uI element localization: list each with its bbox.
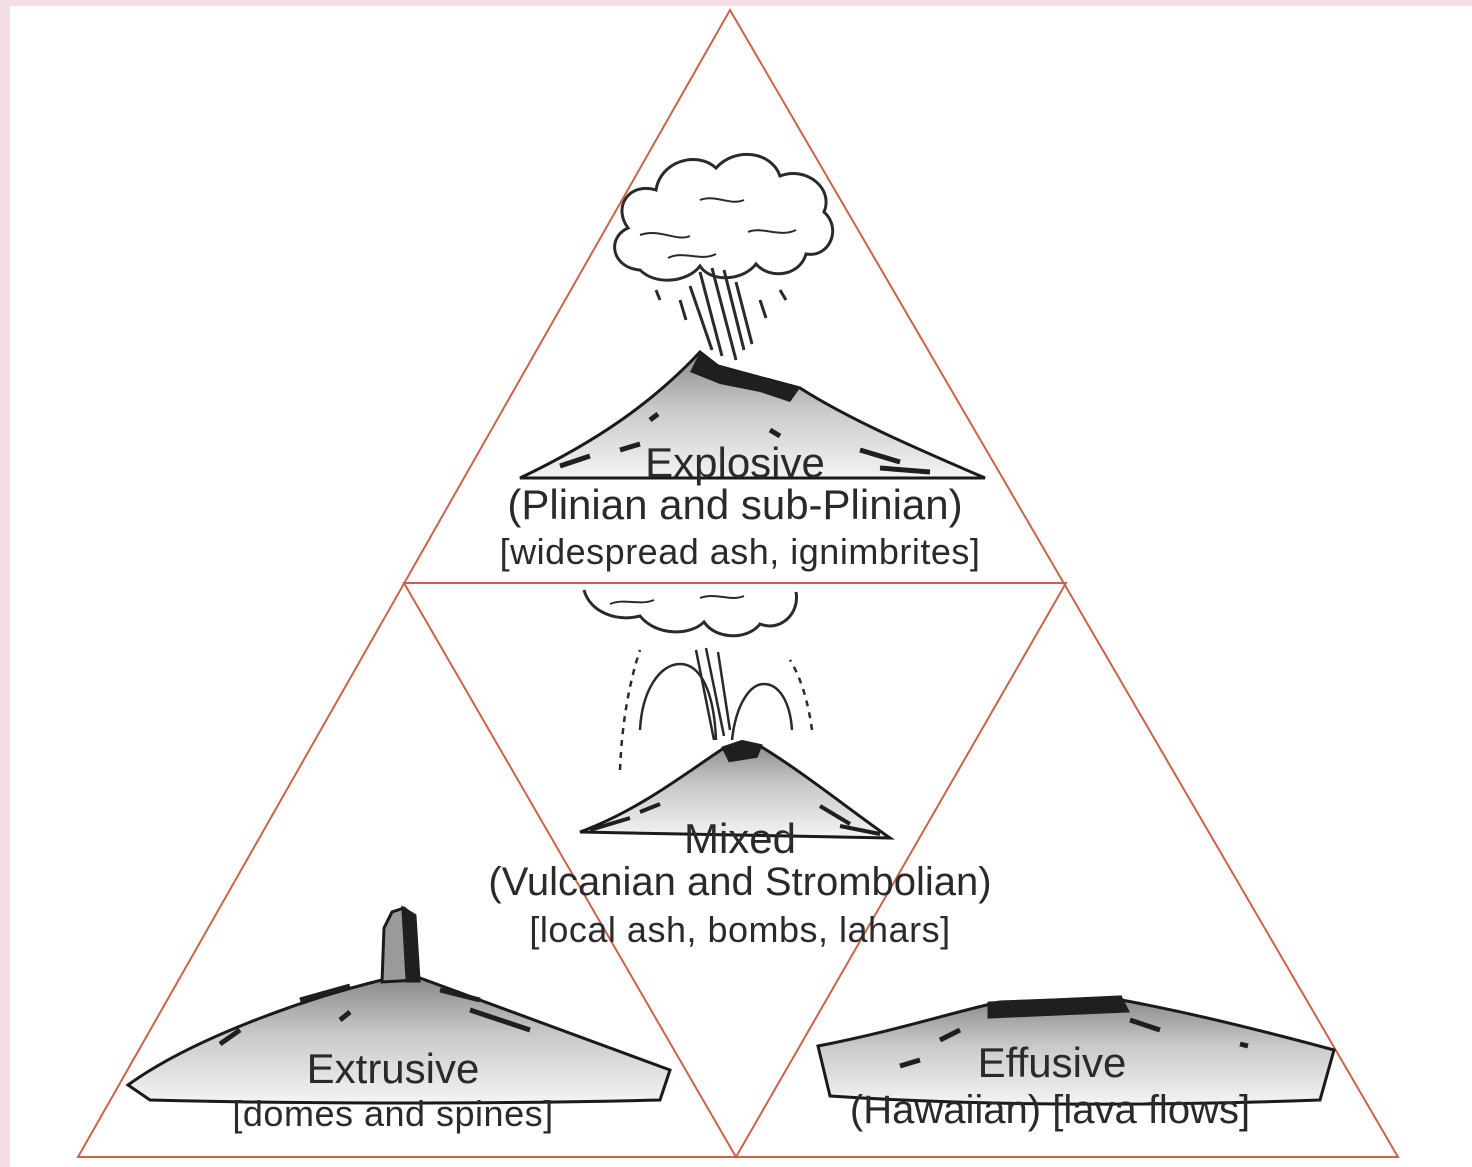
extrusive-products: [domes and spines] <box>193 1096 593 1132</box>
mixed-products: [local ash, bombs, lahars] <box>440 912 1040 948</box>
mixed-eruption-cloud <box>584 590 797 636</box>
eruption-cloud <box>615 154 833 280</box>
effusive-title: Effusive <box>902 1042 1202 1084</box>
volcano-plinian-eruption-icon <box>520 154 985 478</box>
ejecta-streaks <box>656 268 786 360</box>
explosive-title: Explosive <box>535 442 935 484</box>
effusive-style-products: (Hawaiian) [lava flows] <box>800 1090 1300 1130</box>
explosive-style: (Plinian and sub-Plinian) <box>435 484 1035 526</box>
explosive-products: [widespread ash, ignimbrites] <box>435 534 1045 570</box>
mixed-style: (Vulcanian and Strombolian) <box>400 862 1080 902</box>
volcano-strombolian-eruption-icon <box>580 590 890 838</box>
extrusive-title: Extrusive <box>243 1048 543 1090</box>
mixed-title: Mixed <box>590 818 890 860</box>
